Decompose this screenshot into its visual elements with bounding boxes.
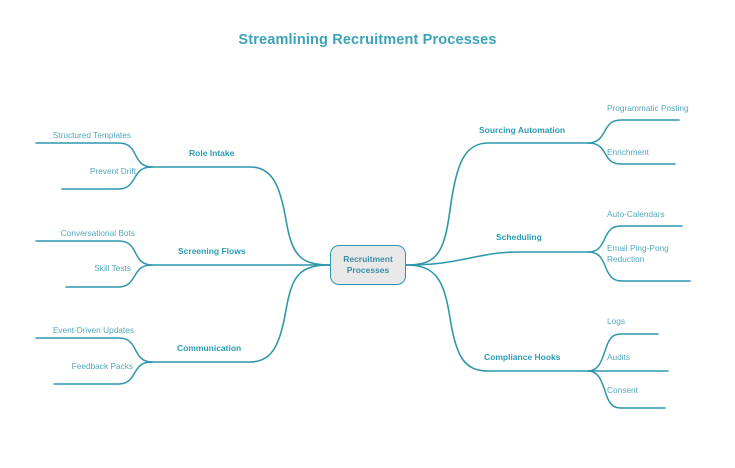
center-node-label: Recruitment Processes [343,254,393,276]
connector-communication-to-event-driven-updates [35,337,153,363]
branch-label-sourcing-automation[interactable]: Sourcing Automation [479,125,566,135]
leaf-label-consent[interactable]: Consent [607,385,638,395]
leaf-label-event-driven-updates[interactable]: Event-Driven Updates [52,325,134,335]
connector-center-to-sourcing-automation [405,142,589,266]
leaf-label-enrichment[interactable]: Enrichment [607,147,649,157]
leaf-label-structured-templates[interactable]: Structured Templates [52,130,131,140]
leaf-label-prevent-drift[interactable]: Prevent Drift [89,166,136,176]
page-title: Streamlining Recruitment Processes [238,32,497,48]
branch-label-scheduling[interactable]: Scheduling [496,232,542,242]
leaf-label-logs[interactable]: Logs [607,316,625,326]
leaf-label-email-ping-pong-reduction[interactable]: Email Ping-Pong Reduction [607,243,669,265]
center-node[interactable]: Recruitment Processes [330,245,406,285]
connector-role-intake-to-structured-templates [35,142,153,168]
connector-screening-flows-to-conversational-bots [35,240,153,266]
leaf-label-auto-calendars[interactable]: Auto-Calendars [607,209,665,219]
connector-sourcing-automation-to-programmatic-posting [587,119,680,144]
branch-label-compliance-hooks[interactable]: Compliance Hooks [484,352,561,362]
leaf-label-audits[interactable]: Audits [607,352,631,362]
leaf-label-conversational-bots[interactable]: Conversational Bots [60,228,135,238]
center-node-line-2: Processes [346,265,390,275]
branch-label-role-intake[interactable]: Role Intake [189,148,235,158]
leaf-label-feedback-packs[interactable]: Feedback Packs [71,361,133,371]
branch-label-screening-flows[interactable]: Screening Flows [178,246,246,256]
connector-center-to-scheduling [405,251,589,266]
leaf-label-programmatic-posting[interactable]: Programmatic Posting [607,103,689,113]
leaf-label-skill-tests[interactable]: Skill Tests [94,263,131,273]
center-node-line-1: Recruitment [343,253,393,264]
branch-label-communication[interactable]: Communication [177,343,242,353]
